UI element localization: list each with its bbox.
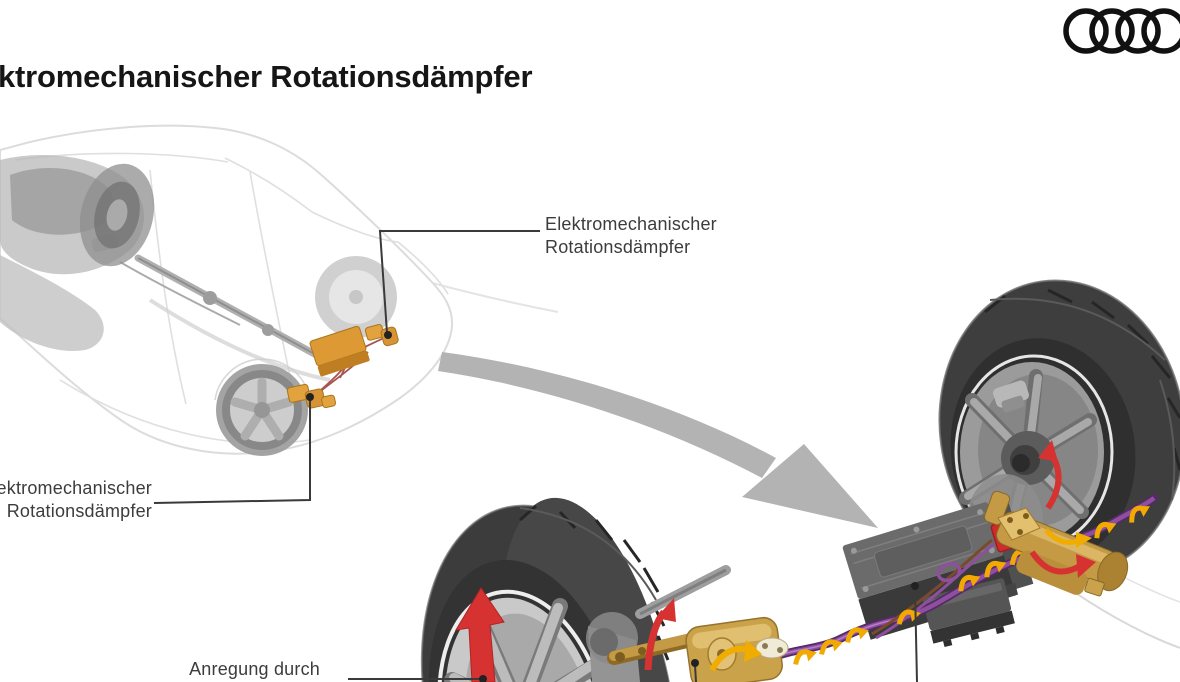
leader-line-damper-main	[378, 230, 540, 339]
car-body-lines	[14, 152, 449, 445]
rotation-arrows-left	[644, 598, 762, 672]
leader-line-damper-cut	[153, 393, 314, 504]
overview-damper-right	[364, 324, 399, 347]
rear-right-wheel	[315, 256, 397, 338]
callout-damper-cut-line1: ektromechanischer	[0, 478, 152, 498]
ghost-car	[0, 124, 454, 456]
callout-excitation-line1: Anregung durch	[189, 659, 320, 679]
front-left-wheel	[79, 163, 155, 267]
leader-line-electronics	[911, 582, 919, 682]
page-title: ktromechanischer Rotationsdämpfer	[0, 59, 533, 94]
right-tire-tread	[984, 288, 1180, 501]
enlarge-arrow-icon	[438, 352, 878, 528]
leader-line-left-damper	[691, 659, 699, 682]
leader-line-excitation	[348, 675, 487, 682]
excitation-arrow	[455, 587, 505, 682]
driveshaft	[134, 254, 326, 362]
overview-control-unit	[309, 325, 370, 377]
callout-damper-cut-line2: Rotationsdämpfer	[6, 501, 152, 521]
callout-damper-main: Elektromechanischer Rotationsdämpfer	[545, 213, 717, 259]
callout-damper-main-line1: Elektromechanischer	[545, 214, 717, 234]
rear-left-wheel	[216, 364, 308, 456]
rotation-arrows-right	[1029, 440, 1096, 578]
left-rotation-damper	[607, 616, 789, 682]
left-tire-tread	[519, 504, 670, 661]
callout-damper-cut: ektromechanischer Rotationsdämpfer	[0, 477, 152, 523]
brake-caliper	[993, 380, 1029, 413]
callout-excitation: Anregung durch	[160, 658, 320, 681]
audi-rings-logo	[1063, 8, 1180, 54]
callout-damper-main-line2: Rotationsdämpfer	[545, 237, 691, 257]
